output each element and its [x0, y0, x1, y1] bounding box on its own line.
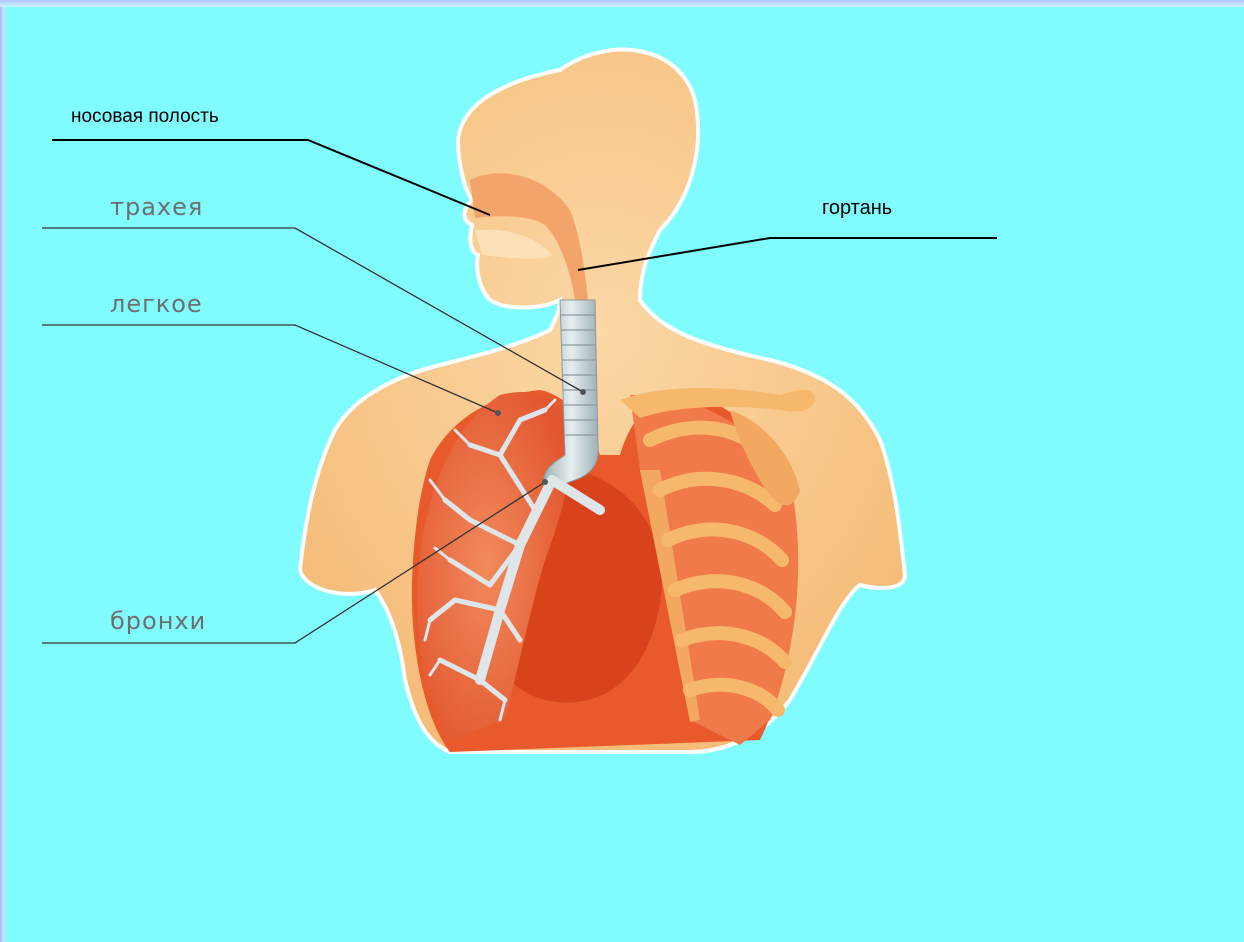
label-trachea: трахея — [110, 193, 203, 221]
label-larynx: гортань — [822, 197, 892, 220]
label-nasal-cavity: носовая полость — [71, 106, 219, 128]
label-bronchi: бронхи — [110, 607, 206, 635]
label-lung: легкое — [110, 290, 203, 318]
